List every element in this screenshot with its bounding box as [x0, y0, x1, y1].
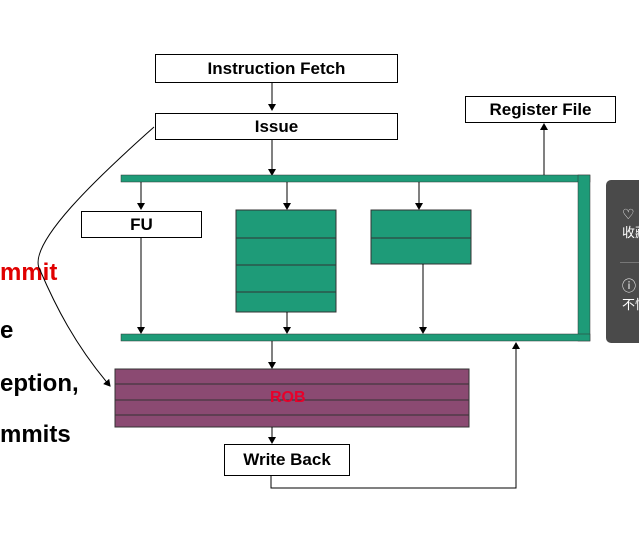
right-bus [577, 174, 591, 342]
rob-block [114, 368, 470, 428]
side-text-line2: e [0, 317, 14, 344]
register-file-box: Register File [465, 96, 616, 123]
side-text-commits: mmits [0, 421, 71, 448]
reservation-unit-large [235, 209, 337, 313]
write-back-box: Write Back [224, 444, 350, 476]
side-text-exception: eption, [0, 370, 79, 397]
issue-label: Issue [254, 116, 299, 136]
instruction-fetch-label: Instruction Fetch [207, 58, 346, 78]
instruction-fetch-box: Instruction Fetch [155, 54, 398, 83]
write-back-label: Write Back [243, 450, 331, 469]
reservation-unit-small [370, 209, 472, 265]
dont-understand-label: 不懂 [622, 297, 639, 312]
favorite-label: 收藏 [622, 225, 639, 240]
floating-side-panel: ♡ 收藏 ⓘ 不懂 [606, 180, 639, 343]
rob-label: ROB [270, 389, 306, 406]
writeback-feedback-line [270, 342, 520, 489]
arrow-issue-to-rob-curve [37, 126, 155, 387]
question-icon: ⓘ [622, 278, 636, 294]
top-bus [120, 174, 591, 183]
panel-divider [620, 262, 639, 263]
dont-understand-button[interactable]: ⓘ 不懂 [622, 278, 639, 313]
register-file-label: Register File [489, 99, 592, 119]
side-text-commit: mmit [0, 259, 58, 286]
favorite-button[interactable]: ♡ 收藏 [622, 206, 639, 241]
fu-label: FU [130, 214, 153, 234]
heart-icon: ♡ [622, 206, 635, 222]
fu-box: FU [81, 211, 202, 238]
bottom-bus [120, 333, 591, 342]
issue-box: Issue [155, 113, 398, 140]
